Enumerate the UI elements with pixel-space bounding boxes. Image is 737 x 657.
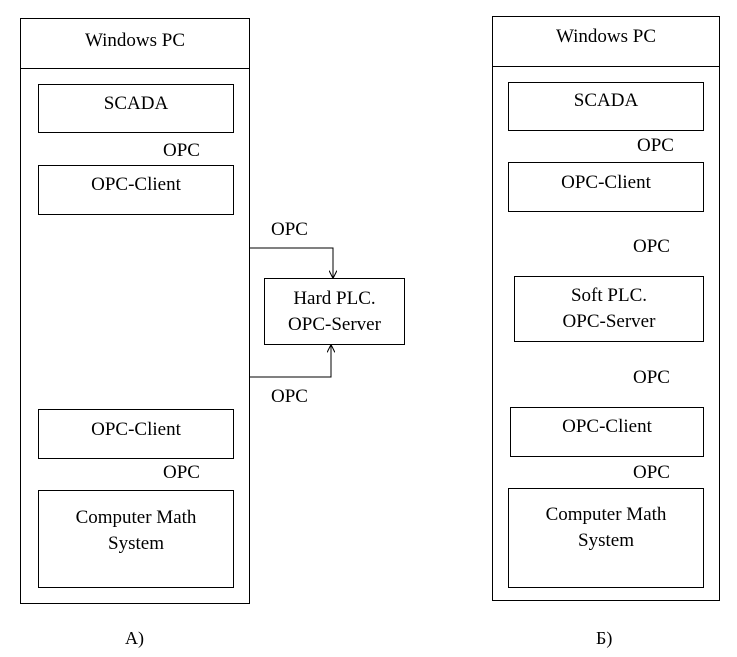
b-windows-pc-title: Windows PC — [555, 26, 657, 47]
b-opc-client-top-box — [508, 162, 704, 212]
a-scada-box — [38, 84, 234, 133]
a-opc-client-bottom-label: OPC-Client — [91, 419, 181, 440]
a-scada-client-label: OPC — [163, 140, 200, 161]
b-opc-client-bottom-label: OPC-Client — [562, 416, 652, 437]
a-caption: А) — [125, 628, 144, 648]
b-opc-client-top-label: OPC-Client — [561, 172, 651, 193]
b-windows-pc-title-box — [492, 16, 720, 67]
b-caption: Б) — [596, 628, 613, 648]
a-plc-client-label: OPC — [271, 386, 308, 407]
b-math-system-box — [508, 488, 704, 588]
a-client-plc-label: OPC — [271, 219, 308, 240]
b-opc-client-bottom-box — [510, 407, 704, 457]
b-client-math-label: OPC — [633, 462, 670, 483]
hard-plc-label: Hard PLC. OPC-Server — [288, 287, 381, 335]
b-scada-label: SCADA — [573, 90, 639, 111]
a-opc-client-top-label: OPC-Client — [91, 174, 181, 195]
b-math-system-label: Computer Math System — [545, 504, 667, 551]
hard-plc-box — [264, 278, 405, 345]
a-windows-pc-title: Windows PC — [84, 30, 186, 51]
soft-plc-box — [514, 276, 704, 342]
a-math-system-box — [38, 490, 234, 588]
b-scada-box — [508, 82, 704, 131]
a-scada-label: SCADA — [103, 93, 169, 114]
a-client-math-label: OPC — [163, 462, 200, 483]
soft-plc-label: Soft PLC. OPC-Server — [562, 285, 656, 332]
a-opc-client-bottom-box — [38, 409, 234, 459]
b-softplc-client-label: OPC — [633, 367, 670, 388]
a-windows-pc-title-box — [20, 18, 250, 69]
a-math-system-label: Computer Math System — [75, 507, 197, 554]
b-client-softplc-label: OPC — [633, 236, 670, 257]
b-scada-client-label: OPC — [637, 135, 674, 156]
a-opc-client-top-box — [38, 165, 234, 215]
